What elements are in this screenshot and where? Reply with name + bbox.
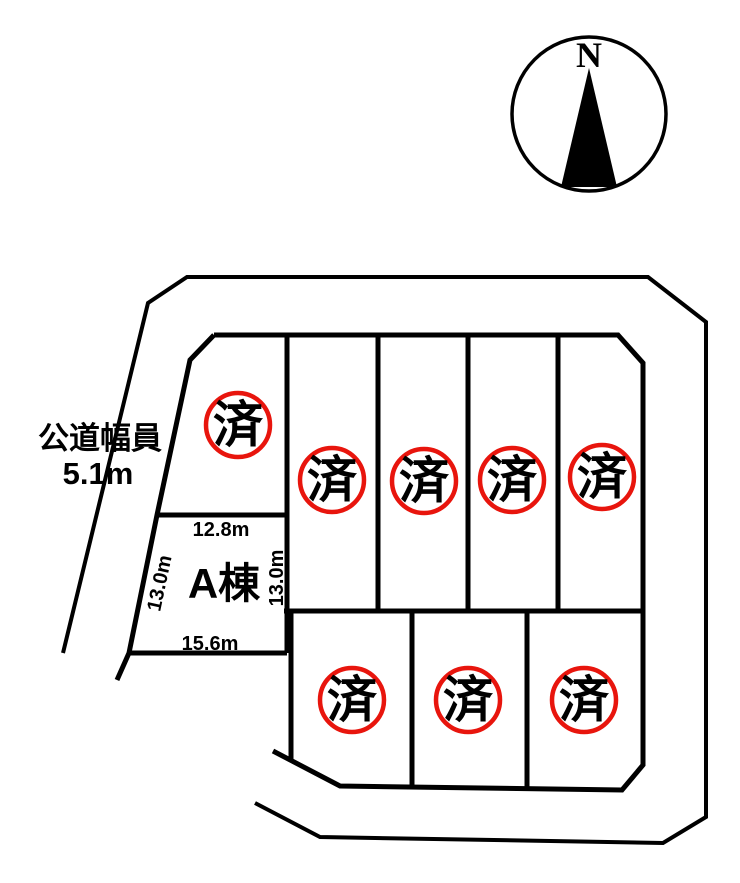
sold-stamp-circle [549,665,619,735]
sold-stamp-circle [317,665,387,735]
sold-stamp-text: 済 [559,672,610,728]
road-side-boundary-line [114,333,216,682]
sold-stamp-4: 済 [477,445,547,515]
sold-stamp-text: 済 [443,672,494,728]
sold-stamp-8: 済 [549,665,619,735]
sold-stamp-circle [203,390,273,460]
sold-stamp-1: 済 [203,390,273,460]
sold-stamp-text: 済 [327,672,378,728]
plot-a-top-dim-label: 12.8m [193,519,250,541]
plot-a-right-dim-label: 13.0m [266,550,288,607]
sold-stamp-7: 済 [433,665,503,735]
sold-stamp-circle [297,445,367,515]
plot-a-bottom-dim-label: 15.6m [182,633,239,655]
outer-boundary-line [61,275,708,846]
north-needle-icon [561,68,617,187]
sold-stamp-text: 済 [213,397,264,453]
sold-stamp-text: 済 [399,453,450,509]
sold-stamp-circle [389,446,459,516]
plot-a-name-label: A棟 [188,560,261,607]
sold-stamp-3: 済 [389,446,459,516]
sold-stamp-text: 済 [487,452,538,508]
road-width-label: 5.1m [63,456,134,491]
compass: N [510,35,668,193]
compass-circle [510,35,668,193]
sold-stamp-circle [567,442,637,512]
sold-stamp-circle [433,665,503,735]
plot-block-outline [214,332,646,793]
sold-stamp-text: 済 [307,452,358,508]
north-label: N [576,35,602,75]
sold-stamp-circle [477,445,547,515]
sold-stamp-5: 済 [567,442,637,512]
road-name-label: 公道幅員 [38,421,162,456]
sold-stamp-6: 済 [317,665,387,735]
sold-stamp-text: 済 [577,449,628,505]
sold-stamp-2: 済 [297,445,367,515]
